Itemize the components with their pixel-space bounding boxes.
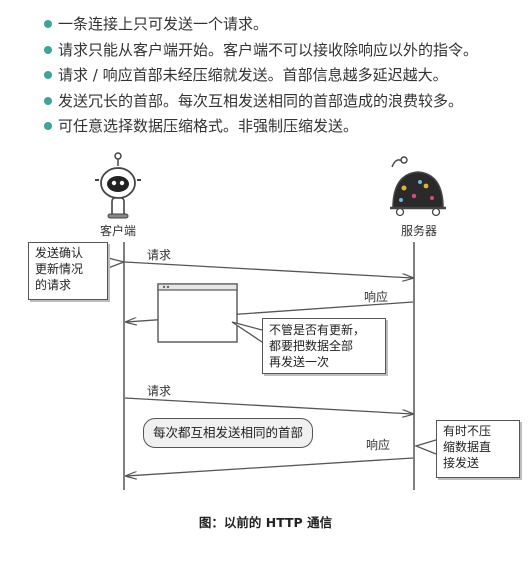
bullet-text: 发送冗长的首部。每次互相发送相同的首部造成的浪费较多。 (58, 91, 464, 110)
bullet-item: 发送冗长的首部。每次互相发送相同的首部造成的浪费较多。 (44, 91, 524, 117)
response-2-label: 响应 (366, 438, 391, 452)
bullet-text: 请求 / 响应首部未经压缩就发送。首部信息越多延迟越大。 (58, 66, 448, 85)
client-robot-icon (95, 152, 141, 219)
left-note-pointer (107, 257, 127, 269)
bullet-text: 一条连接上只可发送一个请求。 (58, 15, 269, 33)
note-resend-all-data: 不管是否有更新， 都要把数据全部 再发送一次 (262, 318, 386, 374)
browser-window-icon (157, 283, 238, 343)
figure-caption: 图：以前的 HTTP 通信 (198, 515, 333, 530)
bullet-text: 可任意选择数据压缩格式。非强制压缩发送。 (58, 117, 359, 136)
server-label: 服务器 (401, 224, 438, 238)
request-1-label: 请求 (147, 248, 172, 262)
bullet-item: 可任意选择数据压缩格式。非强制压缩发送。 (44, 116, 524, 142)
note-line: 缩数据直 (443, 440, 492, 454)
bullet-dot-icon (44, 96, 52, 105)
note-line: 的请求 (35, 278, 72, 292)
bullet-dot-icon (44, 71, 52, 80)
same-header-pill: 每次都互相发送相同的首部 (143, 418, 313, 448)
right-note-pointer (414, 439, 437, 455)
bullet-item: 请求 / 响应首部未经压缩就发送。首部信息越多延迟越大。 (44, 65, 524, 91)
note-line: 接发送 (443, 456, 480, 470)
note-uncompressed-send: 有时不压 缩数据直 接发送 (436, 420, 520, 478)
note-line: 更新情况 (35, 262, 84, 276)
request-2-arrow (124, 397, 413, 414)
response-2-arrow (126, 457, 414, 476)
middle-note-pointer (231, 321, 263, 343)
note-line: 有时不压 (443, 424, 492, 438)
bullet-dot-icon (44, 122, 52, 131)
client-label: 客户端 (100, 224, 137, 238)
response-1-label: 响应 (364, 290, 389, 304)
note-line: 都要把数据全部 (269, 339, 354, 353)
bullet-list: 一条连接上只可发送一个请求。 请求只能从客户端开始。客户端不可以接收除响应以外的… (44, 14, 524, 142)
bullet-item: 请求只能从客户端开始。客户端不可以接收除响应以外的指令。 (44, 40, 524, 66)
note-line: 再发送一次 (269, 355, 330, 369)
request-2-label: 请求 (147, 384, 172, 398)
note-send-check-request: 发送确认 更新情况 的请求 (28, 242, 108, 300)
note-line: 不管是否有更新， (269, 323, 366, 337)
server-robot-icon (390, 156, 446, 217)
note-line: 发送确认 (35, 246, 84, 260)
request-1-arrow (124, 261, 413, 278)
bullet-dot-icon (44, 20, 52, 28)
bullet-dot-icon (44, 45, 52, 54)
bullet-text: 请求只能从客户端开始。客户端不可以接收除响应以外的指令。 (58, 40, 479, 59)
bullet-item: 一条连接上只可发送一个请求。 (44, 14, 524, 40)
